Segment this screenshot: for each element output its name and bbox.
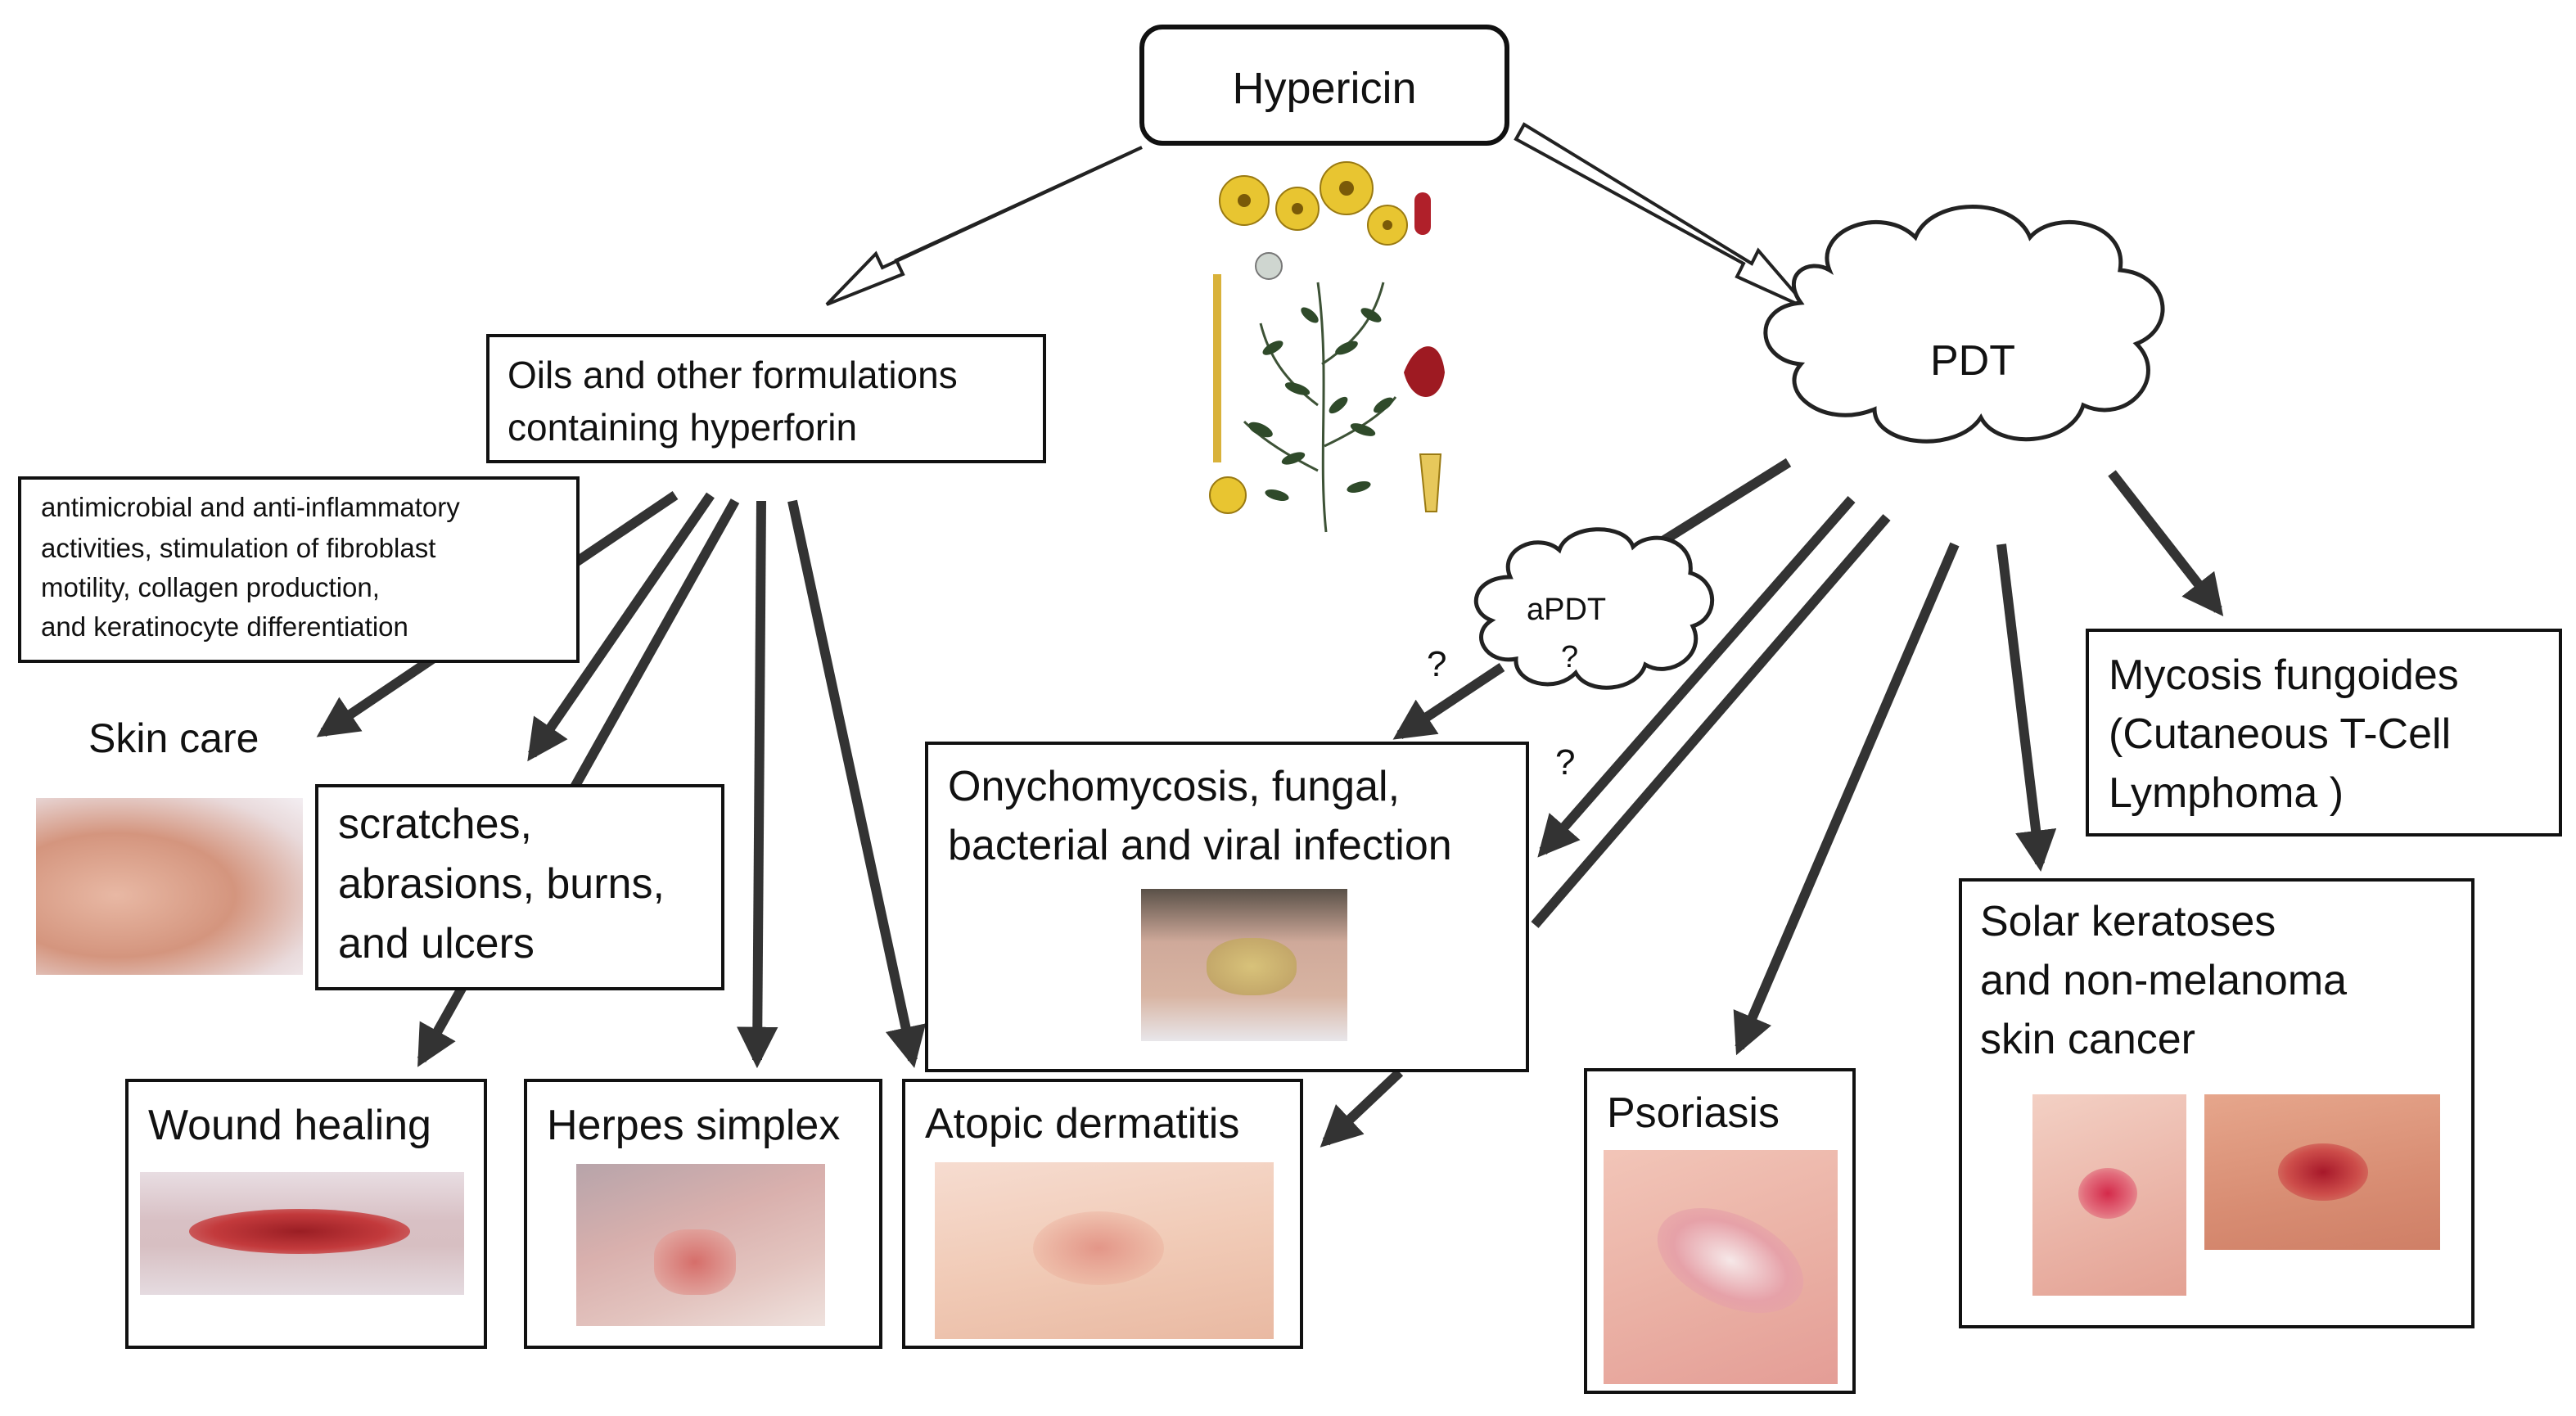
arrow-pdt-to-solar	[1996, 543, 2057, 873]
psoriasis-label: Psoriasis	[1607, 1089, 1780, 1137]
question-mark-left: ?	[1427, 644, 1447, 684]
oils-formulations-box: Oils and other formulations containing h…	[486, 334, 1046, 463]
herpes-label: Herpes simplex	[547, 1102, 841, 1149]
oils-label-line1: Oils and other formulations	[508, 354, 958, 396]
hollow-arrow-right	[1514, 122, 1811, 311]
activities-line3: motility, collagen production,	[41, 572, 380, 602]
pdt-label: PDT	[1930, 337, 2015, 385]
mycosis-fungoides-box: Mycosis fungoides (Cutaneous T-Cell Lymp…	[2086, 629, 2562, 837]
onycho-line1: Onychomycosis, fungal,	[948, 763, 1401, 810]
mycosis-line3: Lymphoma )	[2109, 769, 2344, 817]
herpes-photo	[576, 1164, 825, 1326]
onycho-photo	[1141, 889, 1347, 1041]
arrow-pdt-to-mycosis	[2108, 470, 2224, 616]
herpes-simplex-box: Herpes simplex	[524, 1079, 882, 1349]
solar-keratoses-box: Solar keratoses and non-melanoma skin ca…	[1959, 878, 2474, 1328]
hypericin-label: Hypericin	[1232, 64, 1417, 113]
apdt-cloud-shape	[1473, 527, 1715, 690]
atopic-dermatitis-box: Atopic dermatitis	[902, 1079, 1303, 1349]
mycosis-line1: Mycosis fungoides	[2109, 652, 2459, 699]
wound-healing-photo	[140, 1172, 464, 1295]
apdt-label-line2: ?	[1561, 640, 1579, 674]
arrow-pdt-to-atopic	[1320, 1068, 1404, 1148]
scratches-line3: and ulcers	[338, 920, 535, 967]
hypericin-box: Hypericin	[1139, 25, 1509, 146]
arrow-apdt-to-onycho	[1392, 663, 1505, 740]
solar-line1: Solar keratoses	[1980, 898, 2276, 945]
pdt-cloud-shape	[1763, 205, 2165, 444]
skin-care-label: Skin care	[88, 715, 259, 761]
question-mark-right: ?	[1555, 742, 1576, 782]
psoriasis-box: Psoriasis	[1584, 1068, 1856, 1394]
onycho-line2: bacterial and viral infection	[948, 822, 1452, 869]
activities-line4: and keratinocyte differentiation	[41, 611, 408, 642]
arrow-pdt-to-psoriasis	[1733, 542, 1960, 1056]
wound-healing-box: Wound healing	[125, 1079, 487, 1349]
skin-cancer-photo-right	[2204, 1094, 2440, 1250]
oils-label-line2: containing hyperforin	[508, 406, 858, 449]
st-johns-wort-plant-illustration	[1209, 161, 1445, 533]
activities-line1: antimicrobial and anti-inflammatory	[41, 492, 460, 522]
arrow-pdt-to-onycho	[1537, 496, 1856, 858]
activities-box: antimicrobial and anti-inflammatory acti…	[18, 476, 580, 663]
solar-line2: and non-melanoma	[1980, 957, 2348, 1004]
atopic-label: Atopic dermatitis	[925, 1100, 1240, 1148]
arrow-oils-to-scratches	[527, 492, 715, 762]
solar-keratosis-photo-left	[2032, 1094, 2186, 1296]
atopic-photo	[935, 1162, 1274, 1339]
apdt-label-line1: aPDT	[1527, 593, 1607, 627]
solar-line3: skin cancer	[1980, 1016, 2195, 1063]
arrow-pdt-to-apdt	[1654, 458, 1792, 549]
onychomycosis-box: Onychomycosis, fungal, bacterial and vir…	[925, 742, 1529, 1072]
activities-line2: activities, stimulation of fibroblast	[41, 533, 436, 563]
scratches-line1: scratches,	[338, 800, 532, 848]
mycosis-line2: (Cutaneous T-Cell	[2109, 710, 2452, 758]
scratches-line2: abrasions, burns,	[338, 860, 665, 908]
arrow-pdt-to-atopic-segment	[1531, 514, 1891, 928]
hollow-arrow-left	[825, 146, 1143, 306]
psoriasis-photo	[1604, 1150, 1838, 1384]
wound-healing-label: Wound healing	[148, 1102, 431, 1149]
arrow-oils-to-herpes	[737, 500, 778, 1069]
skin-care-photo	[36, 798, 303, 975]
arrow-oils-to-atopic	[787, 499, 927, 1068]
scratches-box: scratches, abrasions, burns, and ulcers	[315, 784, 724, 990]
